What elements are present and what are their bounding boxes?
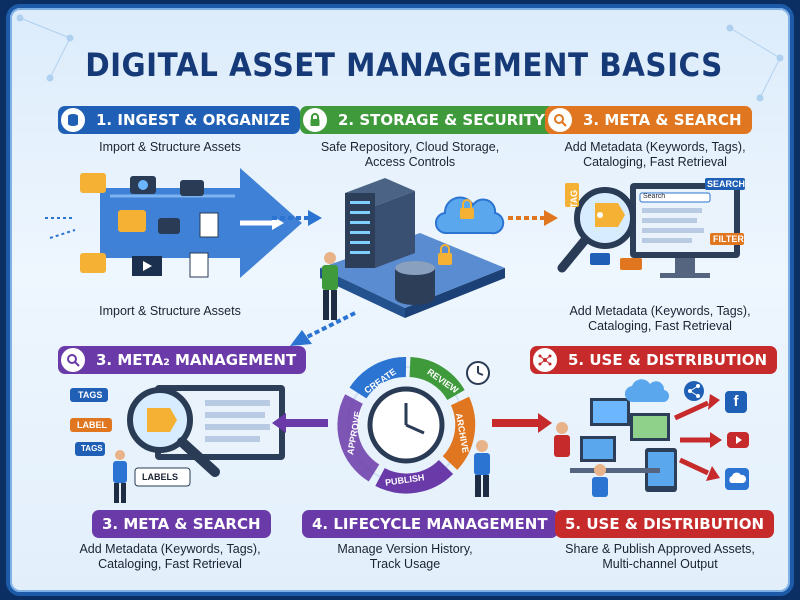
meta-bottom-desc-line1: Add Metadata (Keywords, Tags), [79,542,261,556]
storage-desc-line2: Access Controls [364,155,456,169]
facebook-icon: f [725,391,747,413]
section-label-storage: 2. STORAGE & SECURITY [338,111,545,129]
meta-bottom-desc-line2: Cataloging, Fast Retrieval [98,557,242,571]
tag-chip-tags-2: TAGS [81,444,103,453]
section-label-meta-top: 3. META & SEARCH [583,111,742,129]
tag-chip-tags: TAGS [78,390,103,400]
section-badge-meta-mgmt: 3. META₂ MANAGEMENT [58,346,307,374]
ingest-illustration [45,168,302,278]
meta-top-desc-bottom-line2: Cataloging, Fast Retrieval [588,319,732,333]
section-label-meta-bottom: 3. META & SEARCH [102,515,261,533]
cloud-icon [725,468,749,490]
storage-desc-line1: Safe Repository, Cloud Storage, [320,140,500,154]
use-bottom-desc-line1: Share & Publish Approved Assets, [565,542,755,556]
infographic-frame: DIGITAL ASSET MANAGEMENT BASICS 1. INGES… [6,4,794,596]
youtube-icon [727,432,749,448]
network-decoration [16,14,784,102]
flow-arrow-4-5 [492,413,552,433]
storage-desc: Safe Repository, Cloud Storage, Access C… [300,140,520,170]
flow-arrow-1-2 [272,210,322,226]
tag-chip-label: LABEL [77,420,107,430]
section-badge-storage: 2. STORAGE & SECURITY [300,106,555,134]
lifecycle-cycle-diagram [337,357,490,494]
lock-icon [303,108,327,132]
use-bottom-desc-line2: Multi-channel Output [602,557,718,571]
section-badge-meta-top: 3. META & SEARCH [545,106,752,134]
search-icon [548,108,572,132]
meta-top-desc-line2: Cataloging, Fast Retrieval [583,155,727,169]
section-label-ingest: 1. INGEST & ORGANIZE [96,111,291,129]
person-figure [474,440,490,497]
share-icon [684,381,704,401]
meta-bottom-desc: Add Metadata (Keywords, Tags), Catalogin… [65,542,275,572]
meta-management-illustration [70,385,285,503]
ingest-desc-top: Import & Structure Assets [99,140,241,154]
tag-chip-labels: LABELS [142,472,178,482]
search-bar-text: Search [643,193,666,200]
meta-search-illustration [557,178,745,278]
tag-label-filter: FILTER [713,234,744,244]
section-badge-ingest: 1. INGEST & ORGANIZE [58,106,301,134]
meta-top-desc-bottom-line1: Add Metadata (Keywords, Tags), [569,304,751,318]
lifecycle-desc-line2: Track Usage [369,557,441,571]
flow-arrow-4-3 [272,413,328,433]
meta-top-desc: Add Metadata (Keywords, Tags), Catalogin… [550,140,760,170]
lifecycle-desc: Manage Version History, Track Usage [300,542,510,572]
lifecycle-desc-line1: Manage Version History, [337,542,473,556]
distribution-illustration [554,379,722,497]
meta-top-desc-bottom: Add Metadata (Keywords, Tags), Catalogin… [550,304,770,334]
meta-top-desc-line1: Add Metadata (Keywords, Tags), [564,140,746,154]
section-label-meta-mgmt: 3. META₂ MANAGEMENT [96,351,297,369]
section-badge-use-top: 5. USE & DISTRIBUTION [530,346,778,374]
storage-illustration [320,178,505,320]
network-icon [533,348,557,372]
tag-label-tag: TAG [569,189,580,209]
ingest-desc-bottom: Import & Structure Assets [99,304,241,318]
section-badge-use-bottom: 5. USE & DISTRIBUTION [555,510,775,538]
section-badge-meta-bottom: 3. META & SEARCH [92,510,271,538]
magnifier-icon [61,348,85,372]
flow-arrow-back [290,311,356,346]
section-label-lifecycle: 4. LIFECYCLE MANAGEMENT [312,515,548,533]
database-icon [61,108,85,132]
page-title: DIGITAL ASSET MANAGEMENT BASICS [85,46,723,84]
section-label-use-bottom: 5. USE & DISTRIBUTION [565,515,765,533]
use-bottom-desc: Share & Publish Approved Assets, Multi-c… [545,542,775,572]
tag-label-search: SEARCH [707,179,746,189]
section-badge-lifecycle: 4. LIFECYCLE MANAGEMENT [302,510,558,538]
flow-arrow-2-3 [508,210,558,226]
section-label-use-top: 5. USE & DISTRIBUTION [568,351,768,369]
